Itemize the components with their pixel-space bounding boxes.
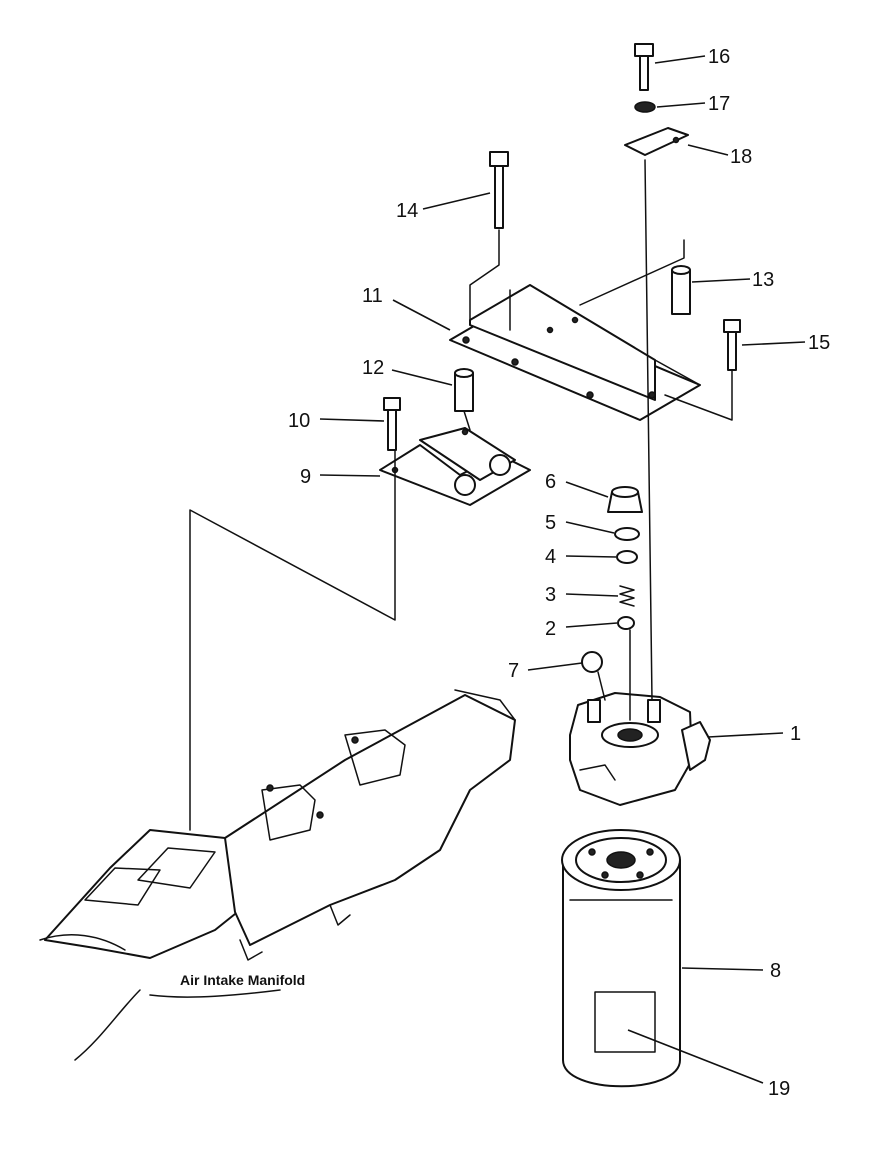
label-10: 10 bbox=[288, 410, 310, 432]
label-5: 5 bbox=[545, 512, 556, 534]
air-intake-manifold bbox=[39, 689, 516, 1061]
assembly-lines bbox=[189, 159, 733, 831]
part-labels: 16 17 18 14 13 15 11 12 10 9 6 5 4 3 2 7… bbox=[180, 46, 830, 1100]
label-2: 2 bbox=[545, 618, 556, 640]
manifold-caption: Air Intake Manifold bbox=[180, 972, 305, 988]
label-12: 12 bbox=[362, 357, 384, 379]
label-9: 9 bbox=[300, 466, 311, 488]
label-14: 14 bbox=[396, 200, 418, 222]
sub-bracket bbox=[379, 427, 531, 506]
filter-cartridge bbox=[561, 829, 681, 1088]
label-15: 15 bbox=[808, 332, 830, 354]
small-parts bbox=[383, 43, 741, 673]
label-18: 18 bbox=[730, 146, 752, 168]
label-16: 16 bbox=[708, 46, 730, 68]
label-13: 13 bbox=[752, 269, 774, 291]
label-6: 6 bbox=[545, 471, 556, 493]
label-11: 11 bbox=[362, 285, 383, 307]
leader-lines bbox=[319, 55, 806, 1084]
label-8: 8 bbox=[770, 960, 781, 982]
label-7: 7 bbox=[508, 660, 519, 682]
main-bracket bbox=[449, 284, 701, 421]
label-4: 4 bbox=[545, 546, 556, 568]
filter-head bbox=[569, 692, 711, 806]
label-17: 17 bbox=[708, 93, 730, 115]
label-3: 3 bbox=[545, 584, 556, 606]
label-19: 19 bbox=[768, 1078, 790, 1100]
label-1: 1 bbox=[790, 723, 801, 745]
